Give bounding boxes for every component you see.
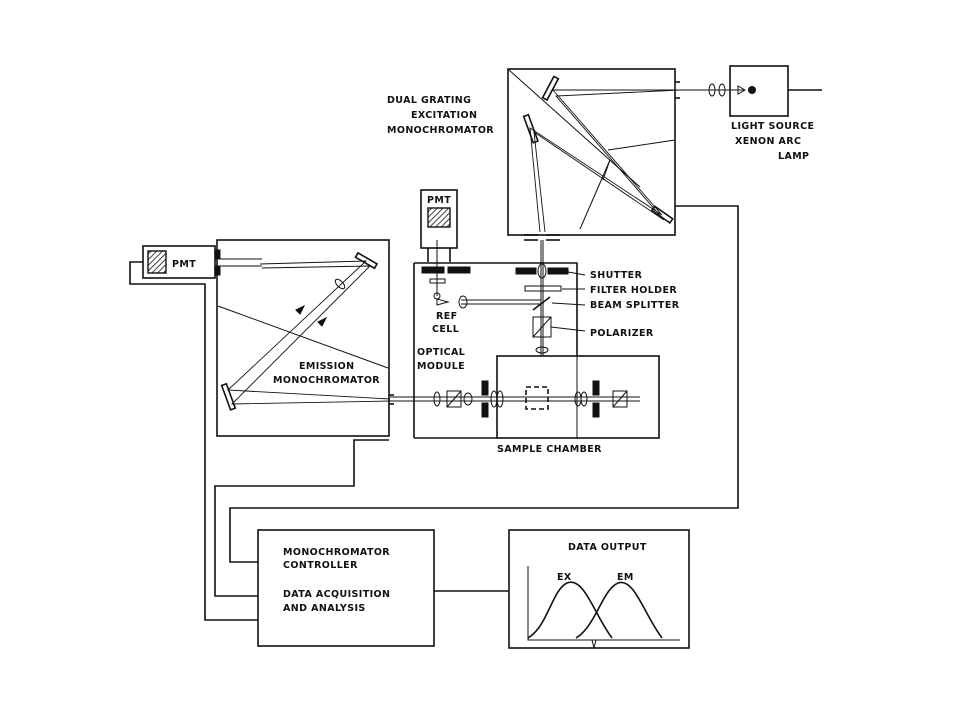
light-source-label-3: LAMP	[778, 151, 809, 162]
ref-pmt	[420, 189, 458, 262]
excitation-label-3: MONOCHROMATOR	[387, 125, 494, 136]
excitation-monochromator	[507, 68, 745, 241]
controller-label-1: MONOCHROMATOR	[283, 547, 390, 558]
acquisition-label-2: AND ANALYSIS	[283, 603, 366, 614]
optical-module-label-1: OPTICAL	[417, 347, 465, 358]
emission-monochromator	[216, 239, 394, 437]
light-source-label-1: LIGHT SOURCE	[731, 121, 814, 132]
emission-label-1: EMISSION	[299, 361, 355, 372]
em-curve	[575, 581, 663, 639]
data-output-box	[508, 529, 690, 649]
signal-wires	[129, 205, 739, 621]
optical-module	[413, 240, 586, 439]
excitation-label-2: EXCITATION	[411, 110, 477, 121]
filter-holder-label: FILTER HOLDER	[590, 285, 677, 296]
shutter-label: SHUTTER	[590, 270, 643, 281]
ref-cell-label-1: REF	[436, 311, 458, 322]
ref-pmt-label: PMT	[427, 195, 451, 206]
acquisition-label-1: DATA ACQUISITION	[283, 589, 390, 600]
sample-chamber	[390, 355, 660, 439]
em-label: EM	[617, 572, 634, 583]
light-source	[729, 65, 822, 117]
emission-label-2: MONOCHROMATOR	[273, 375, 380, 386]
polarizer-label: POLARIZER	[590, 328, 654, 339]
ex-label: EX	[557, 572, 572, 583]
excitation-label-1: DUAL GRATING	[387, 95, 471, 106]
data-output-label: DATA OUTPUT	[568, 542, 647, 553]
controller-box	[257, 529, 435, 647]
emission-pmt	[142, 245, 262, 279]
beam-splitter-label: BEAM SPLITTER	[590, 300, 680, 311]
optical-module-label-2: MODULE	[417, 361, 465, 372]
emission-pmt-label: PMT	[172, 259, 196, 270]
sample-chamber-label: SAMPLE CHAMBER	[497, 444, 602, 455]
light-source-label-2: XENON ARC	[735, 136, 801, 147]
ex-curve	[527, 581, 613, 639]
ref-cell-label-2: CELL	[432, 324, 459, 335]
controller-label-2: CONTROLLER	[283, 560, 358, 571]
